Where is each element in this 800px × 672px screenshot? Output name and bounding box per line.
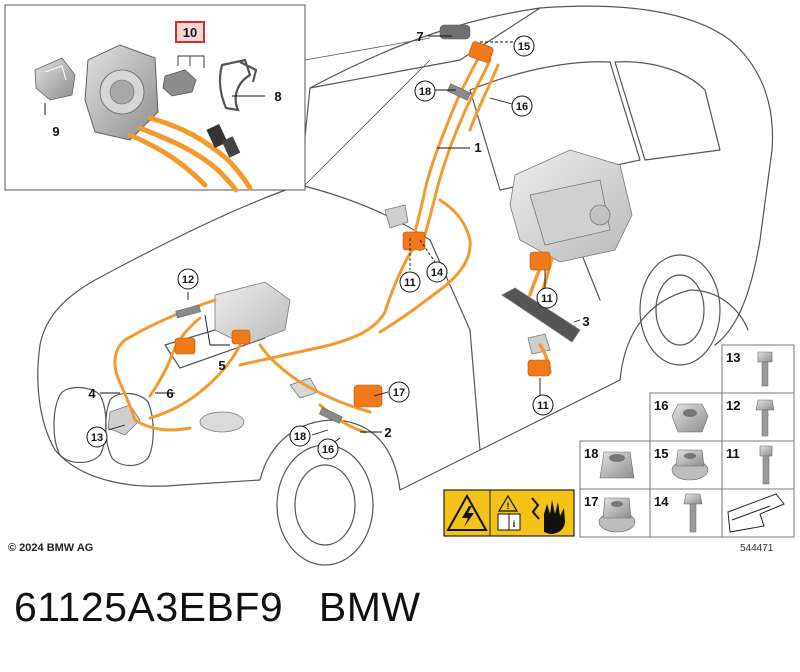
- nut-15: [671, 449, 709, 481]
- callout-16-bottom: 16: [322, 444, 334, 456]
- bolt-11: [759, 445, 773, 485]
- nut-18: [599, 451, 635, 479]
- callout-5: 5: [218, 358, 225, 373]
- bolt-12: [755, 399, 775, 437]
- parts-grid: 13 16 12 18 15 11 17 14: [579, 344, 795, 538]
- svg-text:!: !: [507, 501, 510, 511]
- callout-13: 13: [91, 432, 103, 444]
- grid-label-18: 18: [584, 446, 598, 461]
- callout-8: 8: [274, 89, 281, 104]
- bolt-13: [757, 351, 773, 387]
- callout-6: 6: [166, 386, 173, 401]
- copyright-text: © 2024 BMW AG: [8, 542, 94, 554]
- callout-18-top: 18: [419, 86, 431, 98]
- part-charging-socket: [84, 44, 159, 141]
- callout-10: 10: [183, 25, 197, 40]
- grid-label-12: 12: [726, 398, 740, 413]
- callout-18-bottom: 18: [294, 431, 306, 443]
- callout-2: 2: [384, 425, 391, 440]
- part-bracket-8: [218, 58, 258, 112]
- callout-7: 7: [416, 29, 423, 44]
- plain-callouts: 7 1 3 4 6 5 2: [88, 29, 589, 440]
- callout-4: 4: [88, 386, 96, 401]
- cable-clamps: [175, 24, 471, 424]
- high-voltage-warning-icon: [446, 493, 488, 531]
- callout-11-c: 11: [537, 400, 549, 412]
- bolt-14: [683, 493, 703, 533]
- nut-17: [598, 497, 636, 533]
- callout-11-b: 11: [541, 293, 553, 305]
- grid-label-17: 17: [584, 494, 598, 509]
- highlighted-callout-box: [175, 21, 205, 43]
- no-touch-hand-icon: [531, 497, 565, 534]
- grid-label-16: 16: [654, 398, 668, 413]
- grid-label-15: 15: [654, 446, 668, 461]
- part-number-line: 61125A3EBF9 BMW: [14, 584, 421, 631]
- brand-name: BMW: [318, 584, 421, 630]
- callout-9: 9: [52, 124, 59, 139]
- callout-1: 1: [474, 140, 481, 155]
- high-voltage-cables: [113, 53, 554, 434]
- inset-cables: [127, 115, 253, 193]
- callout-16-top: 16: [516, 101, 528, 113]
- shop-arrow-icon: [727, 493, 785, 533]
- callout-3: 3: [582, 314, 589, 329]
- read-manual-icon: ! i: [497, 494, 521, 531]
- warning-label: ! i: [443, 489, 575, 537]
- grid-label-14: 14: [654, 494, 669, 509]
- callout-15: 15: [518, 41, 530, 53]
- grid-label-13: 13: [726, 350, 740, 365]
- grid-label-11: 11: [726, 446, 740, 461]
- leader-lines: [100, 35, 581, 448]
- part-module-10: [162, 55, 205, 97]
- circled-callout-labels: 15 16 18 11 14 11 11 12 17 13 18 16: [91, 41, 553, 456]
- part-number: 61125A3EBF9: [14, 584, 284, 630]
- reference-number: 544471: [740, 543, 774, 554]
- detail-inset: 10 9 8: [4, 4, 431, 193]
- callout-12: 12: [182, 274, 194, 286]
- circled-callouts: [86, 35, 558, 460]
- svg-text:i: i: [513, 519, 516, 529]
- callout-11-a: 11: [404, 277, 416, 289]
- component-blocks: [107, 149, 633, 436]
- callout-17: 17: [393, 387, 405, 399]
- part-cap-9: [34, 57, 76, 101]
- nut-16: [671, 403, 709, 433]
- orange-connectors: [174, 41, 551, 408]
- callout-14: 14: [431, 267, 444, 279]
